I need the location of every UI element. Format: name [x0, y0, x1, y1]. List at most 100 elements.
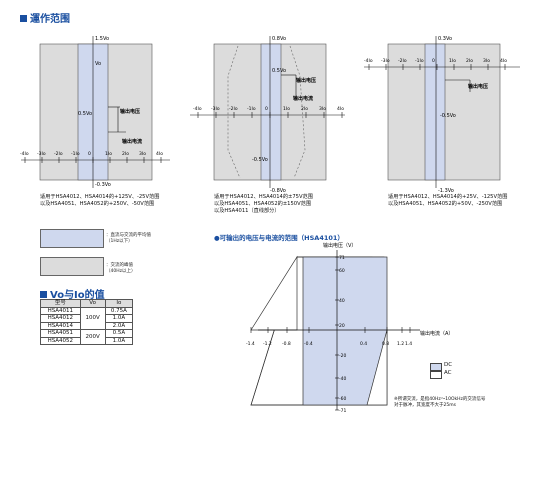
chart-2-y-low-label: -0.5Vo [252, 157, 268, 163]
x-tick-label: -1.2 [263, 341, 272, 347]
chart-3-note: 适用于HSA4012、HSA4014的+25V、-125V范围 以及HSA405… [388, 194, 508, 207]
chart-1-note: 适用于HSA4012、HSA4014的+125V、-25V范围 以及HSA405… [40, 194, 160, 207]
vo-io-title-text: Vo与Io的值 [50, 290, 105, 301]
range-footnote: ※所谓交流，是指40Hz～10OkHz的交流信号 对于脉冲，其宽度不大于25ms [394, 397, 486, 408]
x-tick-label: 0 [88, 151, 91, 157]
x-tick-label: 4Io [156, 151, 163, 157]
x-tick-label: 1.4 [405, 341, 412, 347]
x-tick-label: 2Io [301, 106, 308, 112]
vo-io-title: Vo与Io的值 [40, 286, 105, 301]
x-tick-label: -2Io [229, 106, 238, 112]
x-tick-label: -3Io [37, 151, 46, 157]
table-header-vo: Vo [79, 299, 106, 308]
x-tick-label: 2Io [122, 151, 129, 157]
chart-2-dashed-right [289, 45, 306, 179]
chart-1-y-top-label: 1.5Vo [95, 36, 109, 42]
x-tick-label: 2Io [466, 58, 473, 64]
x-tick-label: -1Io [71, 151, 80, 157]
legend-ac-text: ：交流的峰值 （40Hz以上） [106, 263, 136, 274]
chart-2-voltage-label: 输出电压 [296, 77, 316, 84]
table-header-row: 型号 Vo Io [40, 299, 134, 308]
x-tick-label: 0.8 [382, 341, 389, 347]
chart-2-y-top-label: 0.8Vo [272, 36, 286, 42]
chart-3-y-top-label: 0.3Vo [438, 36, 452, 42]
section-title-text: 運作范围 [30, 14, 70, 25]
x-tick-label: -3Io [211, 106, 220, 112]
x-tick-label: 1.2 [397, 341, 404, 347]
chart-3-voltage-label: 输出电压 [468, 83, 488, 90]
range-chart-x-axis-label: 输出电流（A） [420, 330, 453, 337]
chart-2-current-label: 输出电流 [293, 95, 313, 102]
x-tick-label: -1.4 [246, 341, 255, 347]
y-tick-label: 71 [339, 255, 345, 261]
square-bullet-icon [20, 15, 27, 22]
range-legend-ac-label: AC [444, 370, 452, 376]
section-title-operating-range: 運作范围 [20, 10, 70, 25]
y-tick-label: 20 [339, 323, 345, 329]
range-chart: 输出电压（V） 输出电流（A） 71 60 40 20 -20 -40 -60 -71 -1.… [246, 242, 453, 414]
range-legend-dc-swatch [430, 363, 442, 371]
x-tick-label: -4Io [20, 151, 29, 157]
x-tick-label: 0 [265, 106, 268, 112]
table-header-io: Io [104, 299, 134, 308]
chart-3-y-bottom-label: -1.3Vo [438, 188, 454, 194]
x-tick-label: 1Io [105, 151, 112, 157]
chart-1-y-low-label: 0.5Vo [78, 111, 92, 117]
x-tick-label: 1Io [283, 106, 290, 112]
chart-1: 1.5Vo Vo 0.5Vo -0.3Vo 输出电压 输出电流 -4Io -3Io… [20, 36, 170, 188]
x-tick-label: 3Io [483, 58, 490, 64]
x-tick-label: 4Io [337, 106, 344, 112]
legend-ac-swatch [40, 257, 104, 276]
chart-2-y-bottom-label: -0.8Vo [270, 188, 286, 194]
chart-3: 0.3Vo -0.5Vo -1.3Vo 输出电压 -4Io -3Io -2Io -1I… [364, 36, 520, 194]
square-bullet-icon [40, 291, 47, 298]
x-tick-label: -4Io [364, 58, 373, 64]
x-tick-label: -3Io [381, 58, 390, 64]
x-tick-label: 3Io [139, 151, 146, 157]
range-legend-ac-swatch [430, 371, 442, 379]
x-tick-label: -4Io [193, 106, 202, 112]
chart-1-current-label: 输出电流 [122, 138, 142, 145]
chart-1-x-ticks: -4Io -3Io -2Io -1Io 0 1Io 2Io 3Io 4Io [20, 151, 163, 163]
chart-2-dashed-left [227, 45, 241, 179]
x-tick-label: -0.8 [282, 341, 291, 347]
range-title: ●可输出的电压与电流的范围（HSA4101） [214, 234, 344, 242]
y-tick-label: -71 [339, 408, 346, 414]
y-tick-label: 60 [339, 268, 345, 274]
x-tick-label: 0.4 [360, 341, 367, 347]
x-tick-label: 1Io [449, 58, 456, 64]
x-tick-label: -2Io [54, 151, 63, 157]
range-legend-dc-label: DC [444, 362, 453, 368]
y-tick-label: -60 [339, 396, 346, 402]
x-tick-label: 4Io [500, 58, 507, 64]
chart-2-note: 适用于HSA4012、HSA4014的±75V范围 以及HSA4051、HSA4… [214, 194, 313, 214]
x-tick-label: 0 [432, 58, 435, 64]
y-tick-label: -20 [339, 353, 346, 359]
chart-2-y-mid-label: 0.5Vo [272, 68, 286, 74]
chart-3-y-mid-label: -0.5Vo [440, 113, 456, 119]
chart-3-x-ticks: -4Io -3Io -2Io -1Io 0 1Io 2Io 3Io 4Io [364, 58, 507, 70]
x-tick-label: -1Io [247, 106, 256, 112]
y-tick-label: -40 [339, 376, 346, 382]
x-tick-label: -2Io [398, 58, 407, 64]
range-chart-dc-region [302, 256, 388, 406]
x-tick-label: -0.4 [304, 341, 313, 347]
range-chart-y-axis-label: 输出电压（V） [323, 242, 356, 249]
chart-1-y-mid-label: Vo [95, 61, 101, 67]
legend-dc-swatch [40, 229, 104, 248]
chart-1-voltage-label: 输出电压 [120, 108, 140, 115]
x-tick-label: -1Io [415, 58, 424, 64]
chart-2: 0.8Vo 0.5Vo -0.5Vo -0.8Vo 输出电压 输出电流 -4Io… [190, 36, 345, 194]
y-tick-label: 40 [339, 298, 345, 304]
table-header-model: 型号 [40, 299, 81, 308]
range-chart-y-ticks: 71 60 40 20 -20 -40 -60 -71 [335, 255, 346, 414]
legend-dc-text: ：直流与交流的平均值 （1Hz以下） [106, 233, 151, 244]
chart-1-y-bottom-label: -0.3Vo [95, 182, 111, 188]
